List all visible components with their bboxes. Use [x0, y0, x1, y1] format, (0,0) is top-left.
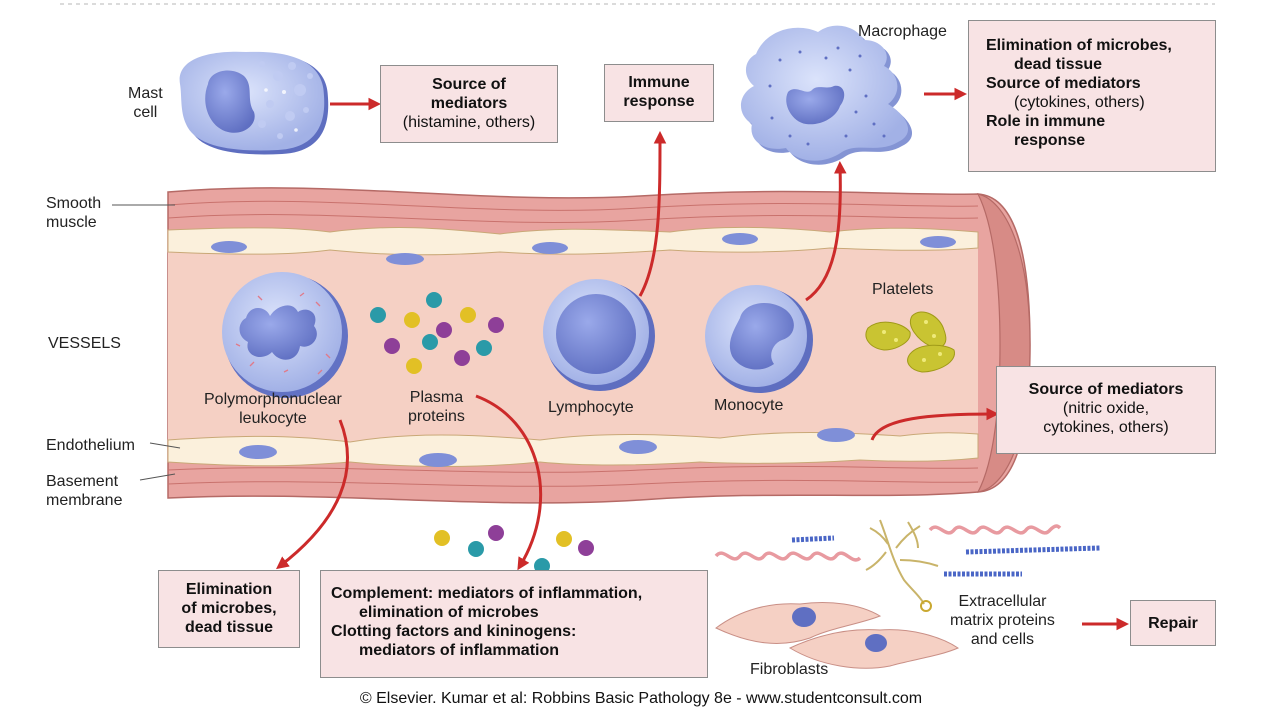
- box-elimination: Elimination of microbes, dead tissue: [158, 570, 300, 648]
- copyright-caption: © Elsevier. Kumar et al: Robbins Basic P…: [359, 690, 923, 707]
- label-lymphocyte: Lymphocyte: [548, 399, 634, 416]
- box-immune-response: Immune response: [604, 64, 714, 122]
- top-endothelium: [167, 226, 979, 256]
- arrow-pmn-to-elimination: [276, 419, 349, 570]
- monocyte-nucleus: [729, 303, 794, 370]
- label-platelets: Platelets: [872, 281, 934, 298]
- pmn-cell: [222, 272, 348, 398]
- lymphocyte: [543, 279, 655, 391]
- arrow-lymphocyte-to-immune: [638, 130, 667, 297]
- platelets: [865, 311, 955, 373]
- arrow-endothelium-to-mediators: [870, 407, 1000, 441]
- label-macrophage: Macrophage: [858, 23, 947, 40]
- mast-cell-nucleus: [205, 70, 255, 133]
- label-endothelium: Endothelium: [46, 437, 135, 454]
- label-vessels: VESSELS: [48, 335, 121, 352]
- leader-lines: [112, 204, 181, 481]
- box-mast-mediators: Source of mediators (histamine, others): [380, 65, 558, 143]
- box-complement: Complement: mediators of inflammation, e…: [320, 570, 708, 678]
- lymphocyte-nucleus: [556, 294, 636, 374]
- bottom-endothelium: [167, 432, 979, 467]
- monocyte: [705, 285, 813, 393]
- macrophage-nucleus: [786, 85, 845, 125]
- fibroblasts: [715, 602, 960, 669]
- plasma-proteins: [370, 292, 504, 374]
- arrow-plasma-to-complement: [475, 394, 543, 571]
- endothelial-nuclei: [211, 233, 956, 467]
- box-endothelium-mediators: Source of mediators (nitric oxide, cytok…: [996, 366, 1216, 454]
- mast-cell: [179, 51, 329, 155]
- box-macrophage-functions: Elimination of microbes, dead tissue Sou…: [968, 20, 1216, 172]
- extravasated-proteins: [434, 525, 594, 574]
- box-repair: Repair: [1130, 600, 1216, 646]
- arrows: [276, 87, 1130, 631]
- macrophage: [740, 25, 913, 165]
- pmn-nucleus: [239, 305, 317, 360]
- ecm-fibers: [714, 519, 1101, 612]
- label-fibroblasts: Fibroblasts: [750, 661, 829, 678]
- label-monocyte: Monocyte: [714, 397, 784, 414]
- arrow-monocyte-to-macrophage: [805, 160, 847, 302]
